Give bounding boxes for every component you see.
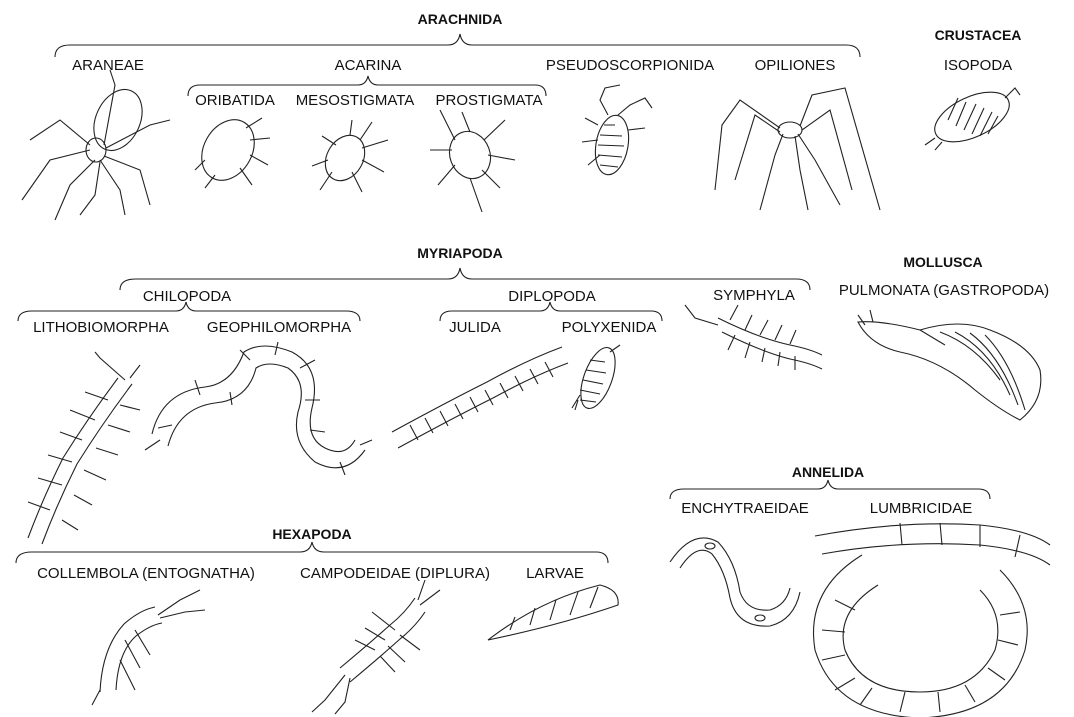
oribatida-drawing [191,110,270,189]
prostigmata-drawing [430,110,515,212]
label-collembola: COLLEMBOLA (ENTOGNATHA) [37,565,255,583]
label-pulmonata: PULMONATA (GASTROPODA) [839,282,1049,300]
larvae-drawing [488,585,618,640]
label-lithobiomorpha: LITHOBIOMORPHA [33,319,169,337]
lumbricidae-drawing [814,523,1050,717]
label-chilopoda: CHILOPODA [143,288,231,306]
symphyla-drawing [685,305,822,370]
label-mesostigmata: MESOSTIGMATA [296,92,415,110]
group-mollusca: MOLLUSCA [903,253,982,271]
bracket-myriapoda [120,268,810,290]
opiliones-drawing [715,88,880,210]
label-pseudoscorpionida: PSEUDOSCORPIONIDA [546,57,714,75]
label-isopoda: ISOPODA [944,57,1012,75]
label-prostigmata: PROSTIGMATA [436,92,543,110]
bracket-annelida [670,480,990,499]
group-myriapoda: MYRIAPODA [417,244,503,262]
bracket-arachnida [55,34,860,57]
group-crustacea: CRUSTACEA [935,26,1022,44]
label-campodeidae: CAMPODEIDAE (DIPLURA) [300,565,490,583]
label-oribatida: ORIBATIDA [195,92,275,110]
group-hexapoda: HEXAPODA [272,525,351,543]
label-lumbricidae: LUMBRICIDAE [870,500,973,518]
label-polyxenida: POLYXENIDA [562,319,657,337]
pulmonata-drawing [858,310,1041,420]
campodeidae-drawing [312,580,440,714]
geophilomorpha-drawing [145,342,372,475]
isopoda-drawing [925,82,1020,152]
label-symphyla: SYMPHYLA [713,287,795,305]
polyxenida-drawing [572,343,622,413]
label-acarina: ACARINA [335,57,402,75]
bracket-hexapoda [16,542,608,563]
mesostigmata-drawing [312,120,388,192]
label-julida: JULIDA [449,319,501,337]
label-larvae: LARVAE [526,565,584,583]
araneae-drawing [22,70,170,220]
label-diplopoda: DIPLOPODA [508,288,596,306]
julida-drawing [392,347,568,448]
enchytraeidae-drawing [670,538,800,626]
group-arachnida: ARACHNIDA [418,10,503,28]
collembola-drawing [92,590,205,705]
label-enchytraeidae: ENCHYTRAEIDAE [681,500,809,518]
label-geophilomorpha: GEOPHILOMORPHA [207,319,351,337]
group-annelida: ANNELIDA [792,463,864,481]
lithobiomorpha-drawing [28,352,140,544]
label-araneae: ARANEAE [72,57,144,75]
pseudoscorpionida-drawing [582,85,652,177]
label-opiliones: OPILIONES [755,57,836,75]
